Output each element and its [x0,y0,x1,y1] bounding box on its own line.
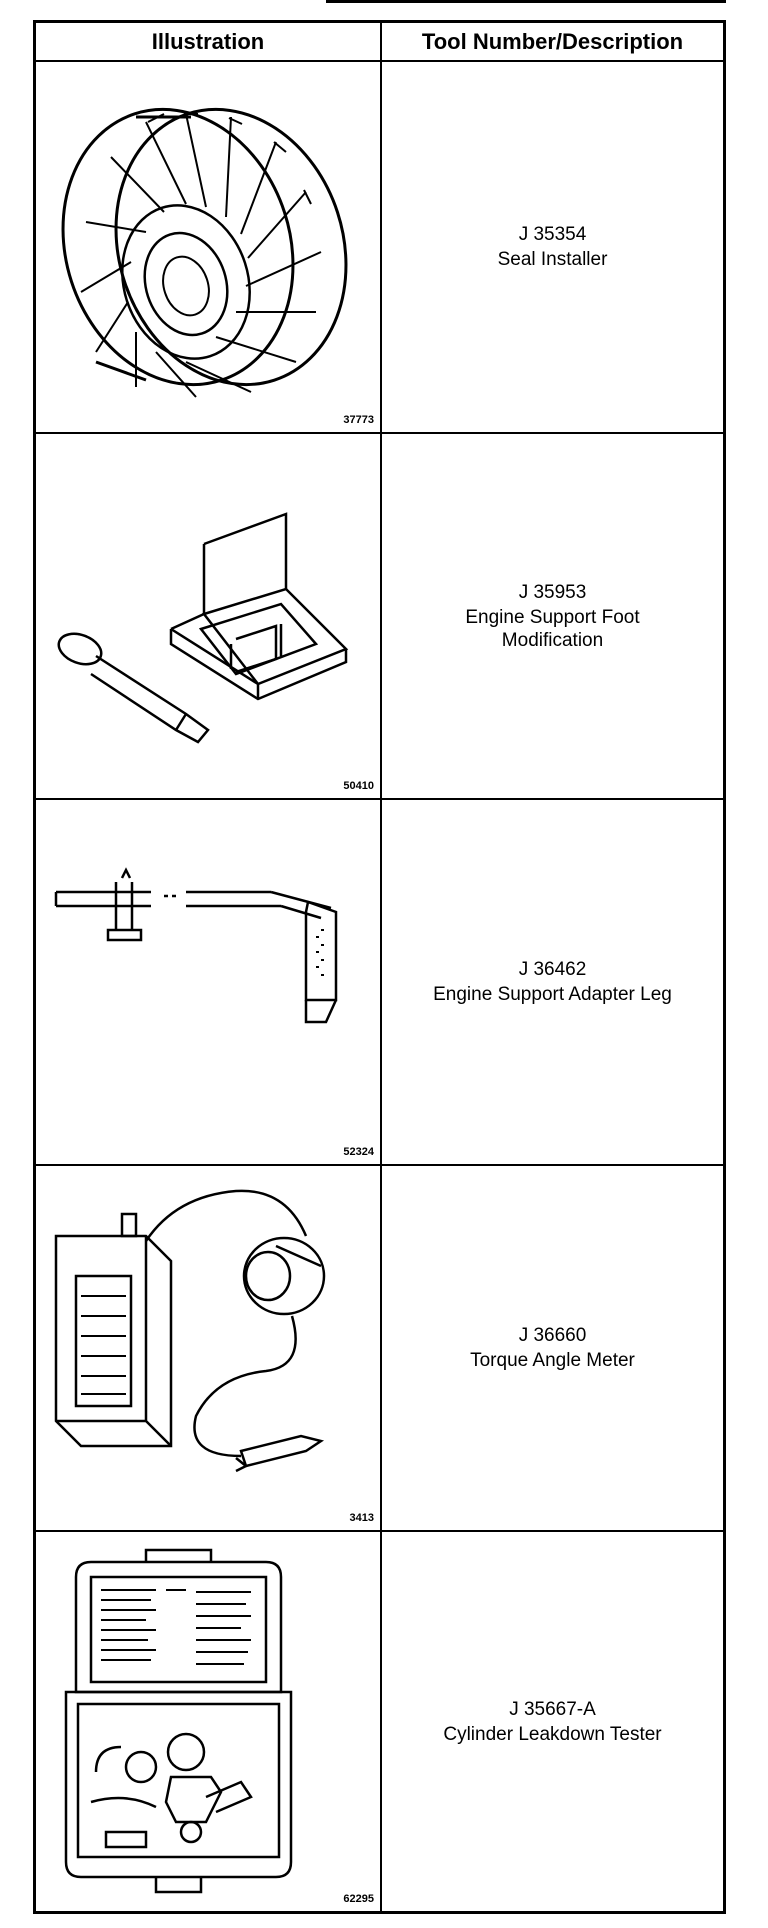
tool-number: J 35354 [518,224,587,245]
tool-number: J 35667-A [509,1698,596,1720]
figure-number: 37773 [343,414,374,426]
table-row: 62295 J 35667-A Cylinder Leakdown Tester [36,1532,723,1911]
tool-description: Torque Angle Meter [470,1350,635,1371]
support-foot-icon [57,512,349,744]
illustration-cell: 3413 [36,1166,380,1530]
figure-number: 62295 [343,1893,374,1905]
table-row: 3413 J 36660 Torque Angle Meter [36,1166,723,1532]
tool-description-cell: J 36660 Torque Angle Meter [382,1166,723,1530]
header-tool: Tool Number/Description [421,29,684,54]
tool-number: J 36462 [518,959,587,980]
illustration-cell: 50410 [36,434,380,798]
tool-description: Engine Support Foot Modification [465,606,640,651]
adapter-leg-icon [54,867,338,1024]
table-row: 50410 J 35953 Engine Support Foot Modifi… [36,434,723,800]
table-row: 37773 J 35354 Seal Installer [36,62,723,434]
table-header: Illustration Tool Number/Description [36,23,723,62]
tool-number: J 36660 [518,1325,587,1346]
illustration-cell: 52324 [36,800,380,1164]
column-divider [380,23,382,1911]
tool-description: Engine Support Adapter Leg [433,984,672,1005]
illustration-cell: 62295 [36,1532,380,1911]
illustration-cell: 37773 [36,62,380,432]
figure-number: 52324 [343,1146,374,1158]
tool-description: Cylinder Leakdown Tester [443,1723,662,1745]
top-rule [326,0,726,3]
seal-installer-icon [61,107,348,398]
figure-number: 3413 [349,1512,374,1524]
tool-description: Seal Installer [497,249,608,270]
leakdown-tester-icon [64,1548,293,1894]
table-row: 52324 J 36462 Engine Support Adapter Leg [36,800,723,1166]
figure-number: 50410 [343,780,374,792]
torque-meter-icon [54,1189,326,1473]
header-illustration: Illustration [151,29,265,54]
tool-table: Illustration Tool Number/Description [33,20,726,1914]
tool-description-cell: J 35667-A Cylinder Leakdown Tester [382,1532,723,1911]
tool-description-cell: J 35953 Engine Support Foot Modification [382,434,723,798]
tool-number: J 35953 [518,581,587,603]
tool-description-cell: J 35354 Seal Installer [382,62,723,432]
tool-description-cell: J 36462 Engine Support Adapter Leg [382,800,723,1164]
